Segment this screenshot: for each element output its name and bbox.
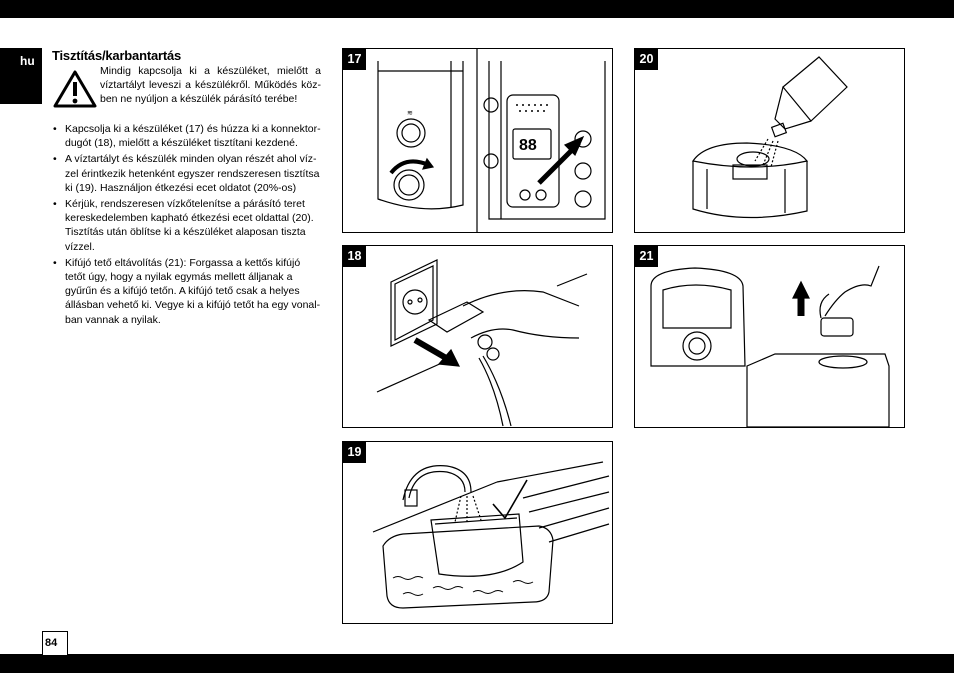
warning-triangle-icon (53, 70, 97, 108)
figure-number: 20 (635, 49, 658, 70)
figure-number: 19 (343, 442, 366, 463)
figure-17: 17 ≋ (342, 48, 613, 233)
section-title: Tisztítás/karbantartás (52, 48, 182, 63)
svg-text:≋: ≋ (407, 110, 413, 117)
language-label: hu (20, 54, 35, 68)
bottom-bar (0, 654, 954, 673)
figure-number: 21 (635, 246, 658, 267)
warning-text: Mindig kapcsolja ki a készüléket, mielőt… (100, 65, 321, 106)
page-number-box: 84 (42, 631, 68, 655)
list-item: Kérjük, rendszeresen vízkőtelenítse a pá… (52, 197, 322, 254)
figure-19: 19 (342, 441, 613, 624)
list-item: Kifújó tető eltávolítás (21): Forgassa a… (52, 256, 322, 327)
page-number: 84 (45, 637, 58, 649)
figure-21: 21 (634, 245, 905, 428)
instruction-list: Kapcsolja ki a készüléket (17) és húzza … (52, 122, 322, 329)
figure-number: 17 (343, 49, 366, 70)
figure-20: 20 (634, 48, 905, 233)
illustration-unplug (376, 259, 588, 427)
illustration-vinegar-descaling (692, 56, 848, 219)
language-tab: hu (0, 48, 42, 104)
illustration-rinse-tank (372, 461, 610, 609)
figure-18: 18 (342, 245, 613, 428)
illustration-remove-cap (650, 265, 890, 427)
top-bar (0, 0, 954, 18)
list-item: Kapcsolja ki a készüléket (17) és húzza … (52, 122, 322, 150)
display-digits: 88 (519, 137, 537, 154)
list-item: A víztartályt és készülék minden olyan r… (52, 152, 322, 195)
figure-number: 18 (343, 246, 366, 267)
illustration-device-controls: ≋ 88 (377, 49, 606, 232)
